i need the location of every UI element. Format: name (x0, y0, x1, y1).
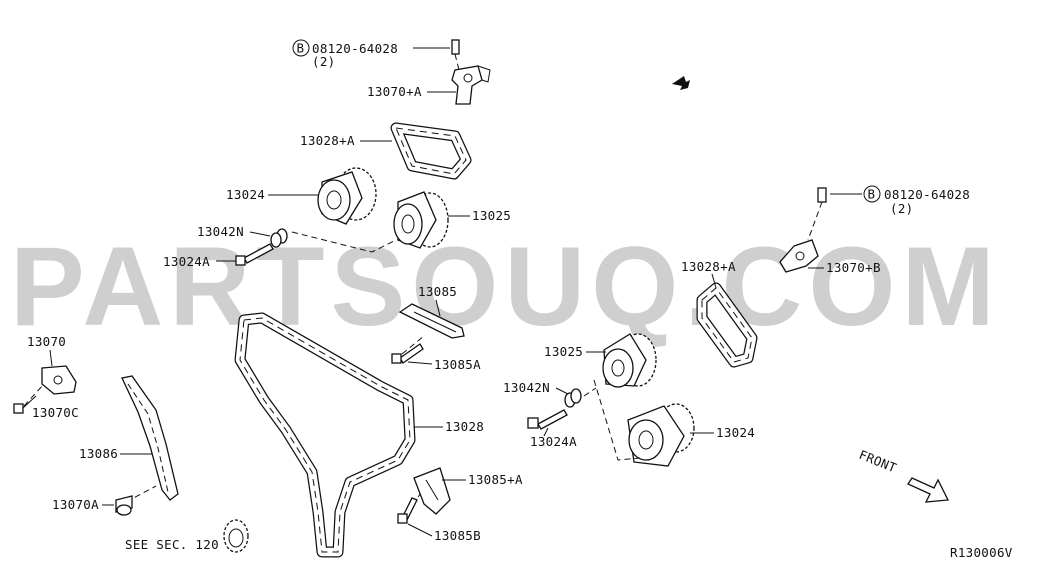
bolt-top-callout: B 08120-64028 (2) (292, 39, 450, 69)
label-13085a-plus: 13085+A (468, 472, 523, 487)
label-13028a-right: 13028+A (681, 259, 736, 274)
bolt-right-callout: B 08120-64028 (2) (830, 185, 970, 216)
bolt-13085b-part (397, 497, 418, 524)
reference-arrow-2 (672, 76, 690, 90)
label-13085a: 13085A (434, 357, 481, 372)
chain-13028a-top (390, 122, 472, 180)
label-13070b-plus: 13070+B (826, 260, 881, 275)
label-13070: 13070 (27, 334, 66, 349)
bolt-right-qty: (2) (890, 201, 913, 216)
label-13024-left: 13024 (226, 187, 265, 202)
diagram-code: R130006V (950, 545, 1013, 560)
watermark-text: PARTSOUQ.COM (10, 224, 1001, 349)
label-13024a-right: 13024A (530, 434, 577, 449)
label-13070a-plus: 13070+A (367, 84, 422, 99)
bolt-top-label: 08120-64028 (312, 41, 398, 56)
guide-13085-part (398, 303, 465, 339)
tensioner-13070-part (41, 365, 77, 395)
bolt-top-prefix: B (297, 41, 305, 56)
label-13025-left: 13025 (472, 208, 511, 223)
label-13070a: 13070A (52, 497, 99, 512)
guide-13085a-plus-part (413, 467, 451, 515)
label-13086: 13086 (79, 446, 118, 461)
label-13042n-right: 13042N (503, 380, 550, 395)
bolt-right-label: 08120-64028 (884, 187, 970, 202)
crank-sprocket-part (223, 519, 249, 553)
guide-13086-part (121, 375, 179, 501)
front-label: FRONT (857, 447, 899, 476)
label-13028a-top: 13028+A (300, 133, 355, 148)
tensioner-13070a-part (451, 39, 491, 105)
label-13070c: 13070C (32, 405, 79, 420)
sprocket-13025-left (393, 191, 449, 249)
label-13085: 13085 (418, 284, 457, 299)
bolt-13085a-part (391, 343, 424, 364)
bolt-13070a-part (115, 495, 133, 516)
chain-13028-main (234, 312, 416, 558)
label-13042n-left: 13042N (197, 224, 244, 239)
bolt-13024a-right (527, 409, 568, 430)
bolt-right-prefix: B (868, 187, 876, 202)
sprocket-13024-left (317, 167, 377, 225)
sprocket-13025-right (602, 333, 657, 388)
label-see-sec: SEE SEC. 120 (125, 537, 219, 552)
front-arrow: FRONT (857, 447, 950, 503)
label-13085b: 13085B (434, 528, 481, 543)
bolt-top-qty: (2) (312, 54, 335, 69)
tensioner-13070b-part (779, 187, 827, 273)
label-13028: 13028 (445, 419, 484, 434)
bolt-13070c-part (13, 395, 37, 414)
sprocket-13024-right (627, 403, 695, 467)
label-13024a-left: 13024A (163, 254, 210, 269)
label-13024-right: 13024 (716, 425, 755, 440)
washer-13042n-right (564, 388, 582, 408)
label-13025-right: 13025 (544, 344, 583, 359)
washer-13042n-left (270, 228, 288, 248)
